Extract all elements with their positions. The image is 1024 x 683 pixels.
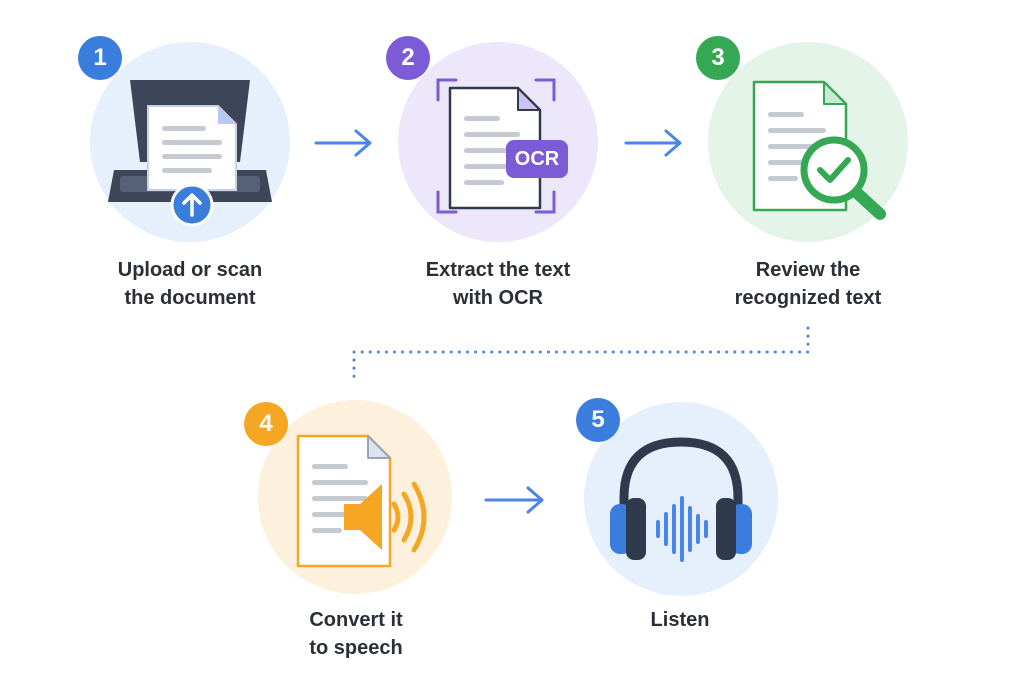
ocr-document-icon xyxy=(436,78,568,214)
step-3-badge: 3 xyxy=(696,36,740,80)
step-2-label-line-1: Extract the text xyxy=(425,259,571,281)
ocr-tag-label: OCR xyxy=(514,148,560,170)
step-1-label-line-2: the document xyxy=(124,287,256,309)
step-2-label: Extract the text with OCR xyxy=(378,256,618,312)
step-5-label-line-1: Listen xyxy=(650,609,710,631)
step-5-badge: 5 xyxy=(576,398,620,442)
step-4-label: Convert it to speech xyxy=(236,606,476,662)
arrow-4-to-5 xyxy=(484,486,544,514)
step-4-badge: 4 xyxy=(244,402,288,446)
scanner-icon xyxy=(108,80,272,227)
step-4-label-line-2: to speech xyxy=(309,637,403,659)
dotted-connector-3-to-4 xyxy=(352,326,810,386)
step-5-label: Listen xyxy=(560,606,800,634)
step-2-label-line-2: with OCR xyxy=(453,287,543,309)
headphones-icon xyxy=(610,437,752,562)
step-1-label-line-1: Upload or scan xyxy=(117,259,263,281)
step-3-label-line-1: Review the xyxy=(755,259,861,281)
step-1-badge: 1 xyxy=(78,36,122,80)
step-2-badge: 2 xyxy=(386,36,430,80)
step-4-label-line-1: Convert it xyxy=(309,609,403,631)
text-to-speech-icon xyxy=(296,434,427,568)
step-1-label: Upload or scan the document xyxy=(70,256,310,312)
arrow-1-to-2 xyxy=(314,129,372,157)
review-document-icon xyxy=(752,80,886,220)
step-3-label: Review the recognized text xyxy=(688,256,928,312)
step-3-label-line-2: recognized text xyxy=(734,287,882,309)
arrow-2-to-3 xyxy=(624,129,682,157)
